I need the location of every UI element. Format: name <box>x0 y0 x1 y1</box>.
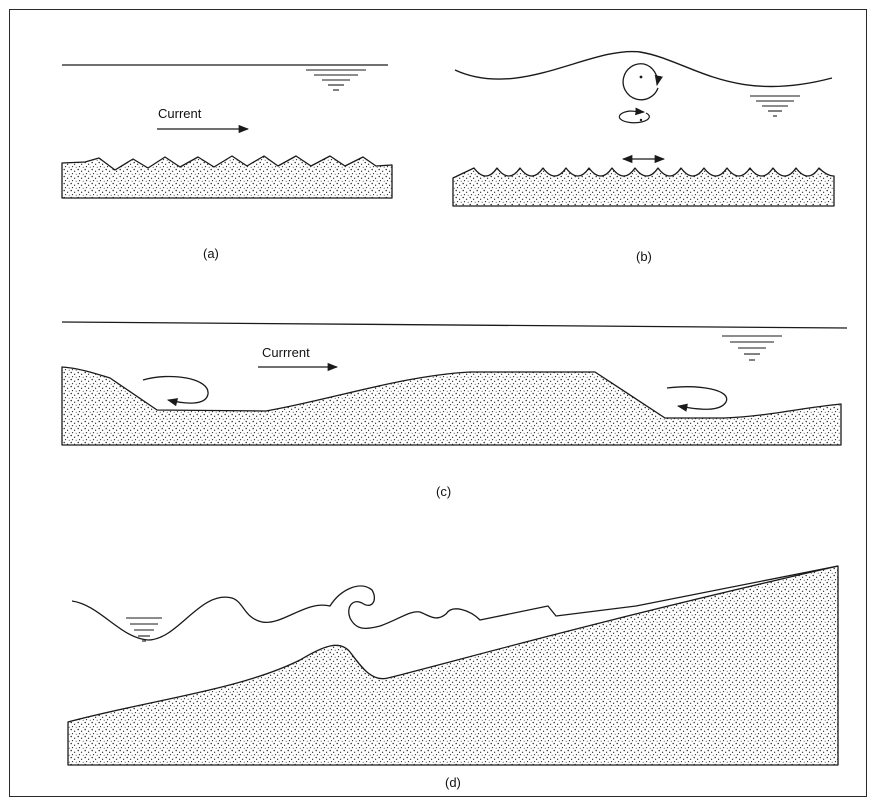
panel-label-b: (b) <box>636 249 652 264</box>
eddy-right-icon <box>667 387 727 410</box>
ripple-bed <box>62 156 392 198</box>
water-level-icon <box>750 96 800 116</box>
orbital-ellipse-icon <box>619 111 649 123</box>
panel-b <box>453 52 834 206</box>
dune-bed <box>62 367 841 445</box>
current-label-c: Currrent <box>262 345 310 360</box>
water-level-icon <box>126 618 162 641</box>
panel-a <box>62 65 392 198</box>
panel-label-a: (a) <box>203 246 219 261</box>
water-level-icon <box>306 70 366 90</box>
wave-surface <box>455 52 832 87</box>
panel-c <box>62 322 847 445</box>
water-surface <box>62 322 847 328</box>
current-label-a: Current <box>158 106 201 121</box>
orbital-circle-icon <box>623 64 658 100</box>
water-level-icon <box>722 336 782 360</box>
eddy-left-icon <box>143 376 208 403</box>
panel-d <box>68 566 838 765</box>
symmetric-ripple-bed <box>453 168 834 206</box>
beach-slope-bed <box>68 566 838 765</box>
panel-label-c: (c) <box>436 484 451 499</box>
panel-label-d: (d) <box>445 775 461 790</box>
